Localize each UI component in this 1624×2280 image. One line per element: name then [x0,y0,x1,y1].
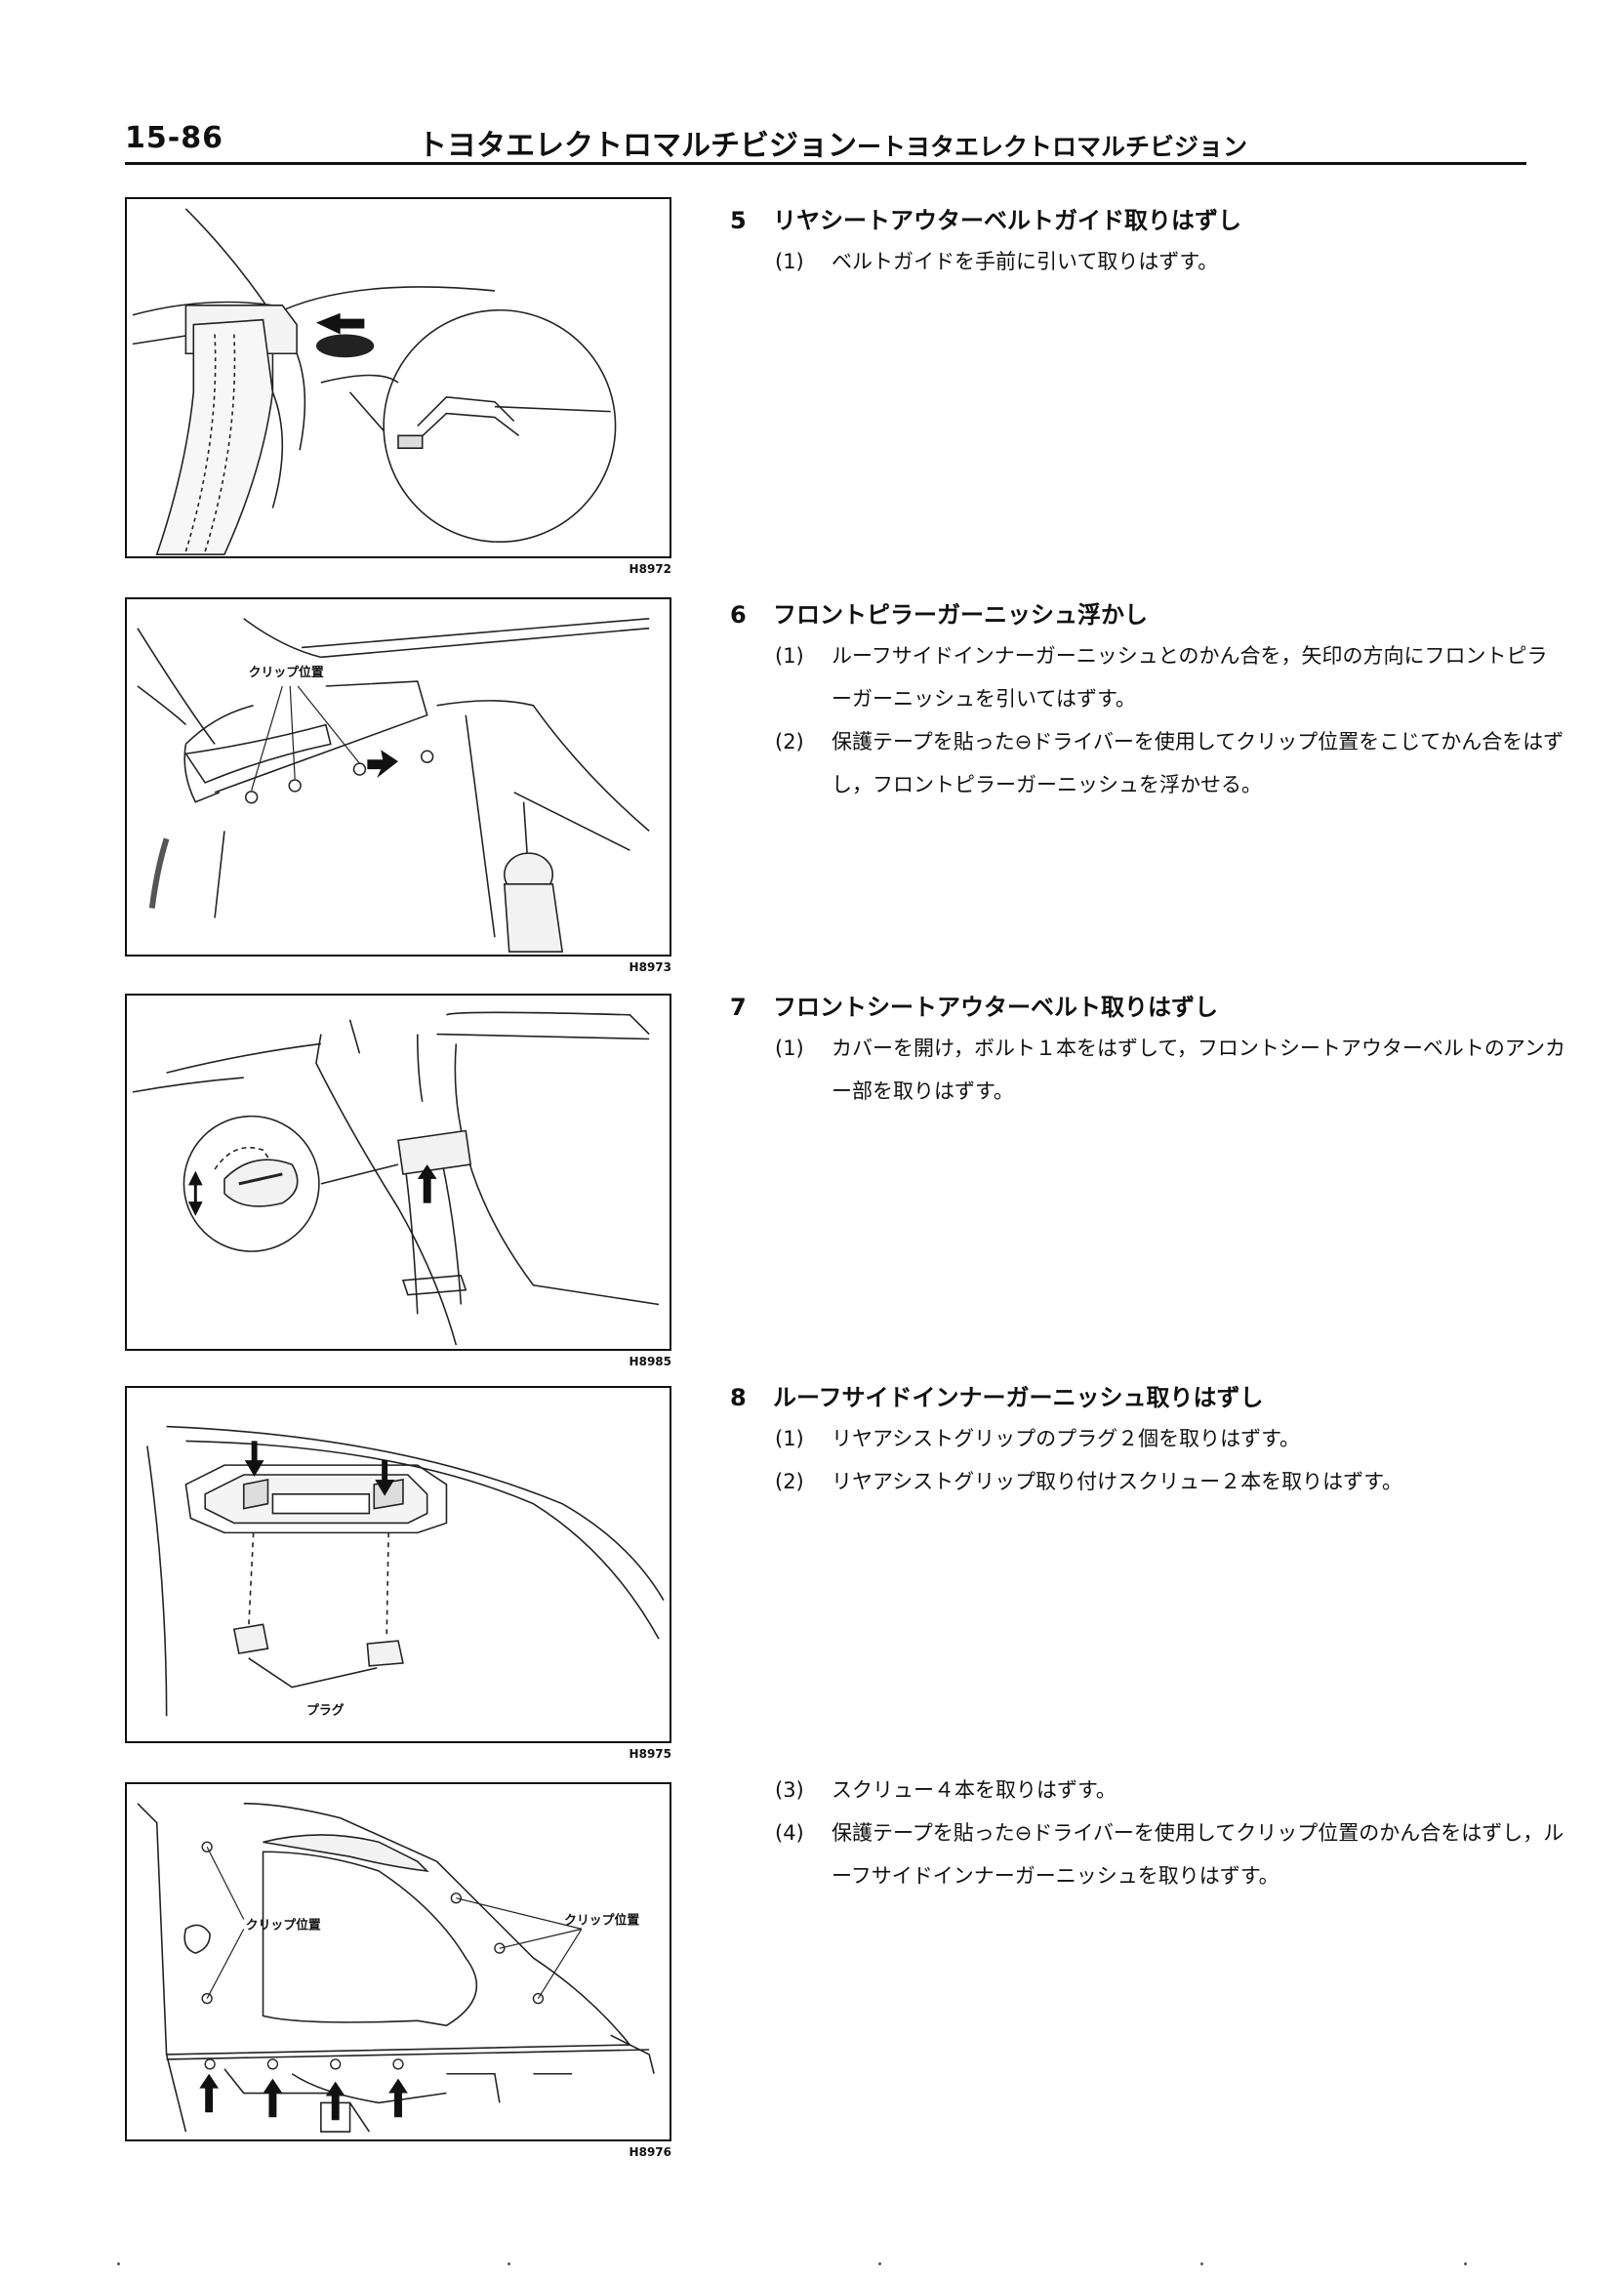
up-arrow-icon [417,1164,437,1203]
direction-arrow-icon [315,312,365,335]
step-6-item-1: (1)ルーフサイドインナーガーニッシュとのかん合を，矢印の方向にフロントピラーガ… [775,644,1548,711]
pull-arrow-icon [367,750,398,778]
scan-dot [117,2262,120,2265]
assist-grip-illustration: プラグ [146,1425,665,1718]
figure-assist-grip: プラグ [125,1386,671,1743]
step-8-item-3: (3)スクリュー４本を取りはずす。 [775,1778,1116,1802]
step-6-item-2: (2)保護テープを貼った⊖ドライバーを使用してクリップ位置をこじてかん合をはずし… [775,730,1564,796]
down-arrow-icon [375,1460,395,1496]
page-number: 15-86 [125,121,223,155]
figure-code: H8985 [629,1355,671,1368]
page-title: トヨタエレクトロマルチビジョンートヨタエレクトロマルチビジョン [418,121,1247,164]
plug-label: プラグ [306,1702,345,1718]
title-sub: ートヨタエレクトロマルチビジョン [857,133,1248,161]
scan-dot [508,2262,510,2265]
step-8-item-2: (2)リヤアシストグリップ取り付けスクリュー２本を取りはずす。 [775,1470,1403,1493]
figure-code: H8975 [629,1747,671,1761]
clip-position-label: クリップ位置 [249,665,324,680]
scan-dot [878,2262,881,2265]
up-arrow-icon [325,2081,345,2121]
header-rule [125,162,1526,165]
down-arrow-icon [244,1441,264,1477]
step-7-item-1: (1)カバーを開け，ボルト１本をはずして，フロントシートアウターベルトのアンカー… [775,1037,1566,1103]
step-8-item-4: (4)保護テープを貼った⊖ドライバーを使用してクリップ位置のかん合をはずし，ルー… [775,1821,1564,1888]
figure-front-belt-anchor [125,994,671,1351]
figure-roof-side-garnish: クリップ位置 クリップ位置 [125,1782,671,2141]
figure-front-pillar: クリップ位置 [125,597,671,957]
front-pillar-illustration: クリップ位置 [137,617,650,953]
rotate-arrow-icon [187,1170,203,1216]
belt-anchor-illustration [132,1011,660,1346]
belt-guide-illustration [132,208,617,555]
up-arrow-icon [388,2078,408,2118]
figure-belt-guide [125,197,671,558]
figure-code: H8972 [629,562,671,576]
roof-side-garnish-illustration: クリップ位置 クリップ位置 [137,1802,655,2133]
scan-dot [1464,2262,1467,2265]
step-5-item-1: (1)ベルトガイドを手前に引いて取りはずす。 [775,250,1219,273]
scan-dot [1200,2262,1203,2265]
up-arrow-icon [199,2073,220,2113]
figure-code: H8973 [629,960,671,974]
step-8-item-1: (1)リヤアシストグリップのプラグ２個を取りはずす。 [775,1427,1301,1450]
hole-shading [315,334,375,358]
figure-code: H8976 [629,2145,671,2159]
clip-position-label-left: クリップ位置 [246,1917,321,1933]
clip-position-label-right: クリップ位置 [564,1912,639,1928]
up-arrow-icon [263,2078,283,2118]
title-main: トヨタエレクトロマルチビジョン [418,129,857,163]
